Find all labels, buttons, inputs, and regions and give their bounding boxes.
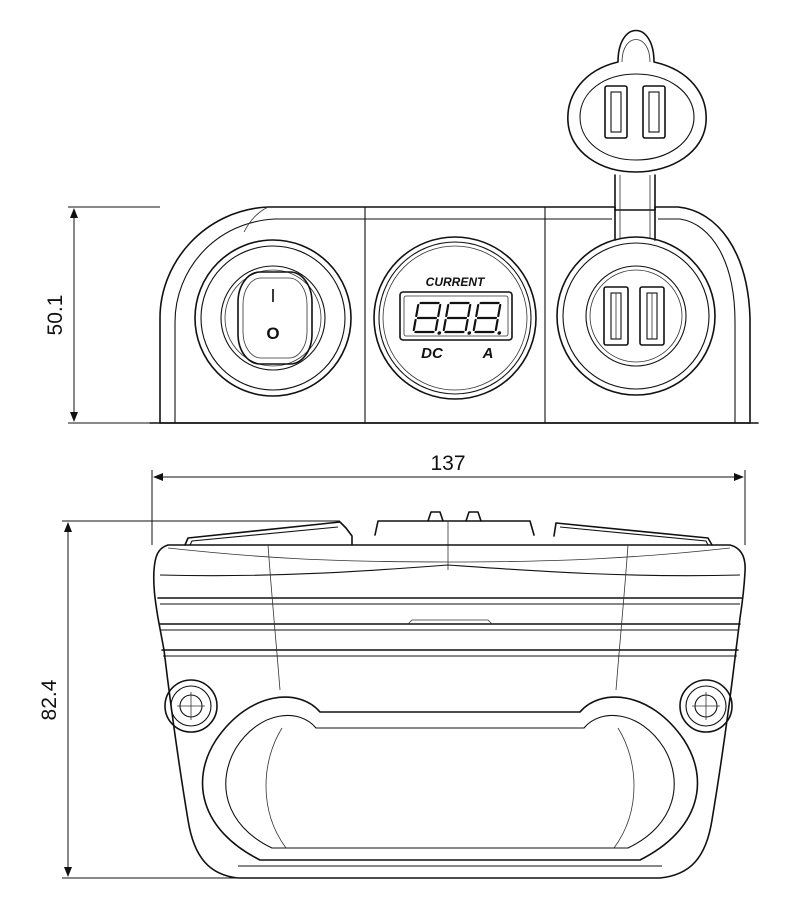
switch-on-symbol: I: [270, 286, 275, 306]
mounting-hole-right: [679, 679, 733, 733]
usb-cap-port-right: [642, 85, 666, 139]
front-housing-fold-left: [243, 206, 269, 233]
depth-dimension-label: 82.4: [38, 679, 61, 720]
top-protrusions: [184, 511, 713, 570]
height-dimension-label: 50.1: [44, 295, 67, 336]
current-meter: CURRENT DC A: [373, 236, 537, 400]
mounting-hole-left: [164, 679, 218, 733]
bottom-recess-outer: [201, 696, 699, 861]
usb-cap-strap: [614, 174, 656, 241]
meter-title: CURRENT: [426, 275, 486, 289]
front-housing-outline: [159, 206, 751, 424]
width-dimension: 137: [151, 452, 746, 545]
usb-cap: [567, 29, 707, 173]
meter-digits: [412, 301, 502, 335]
meter-dc-label: DC: [421, 345, 444, 362]
front-housing-inner: [174, 218, 736, 423]
height-dimension: 50.1: [44, 206, 160, 424]
top-view: 137: [38, 452, 746, 879]
rocker-switch: I O: [194, 239, 352, 397]
switch-off-symbol: O: [266, 324, 279, 343]
usb-cap-port-left: [604, 85, 628, 139]
depth-dimension: 82.4: [38, 520, 340, 879]
usb-socket: [556, 174, 716, 396]
width-dimension-label: 137: [430, 452, 465, 475]
top-body-outline: [152, 544, 746, 879]
usb-port-left: [603, 286, 629, 346]
usb-port-right: [639, 286, 665, 346]
front-view: I O CURRENT DC A: [44, 29, 759, 424]
meter-display-window: [399, 291, 513, 341]
ribs: [157, 597, 743, 657]
meter-unit-label: A: [482, 345, 494, 362]
